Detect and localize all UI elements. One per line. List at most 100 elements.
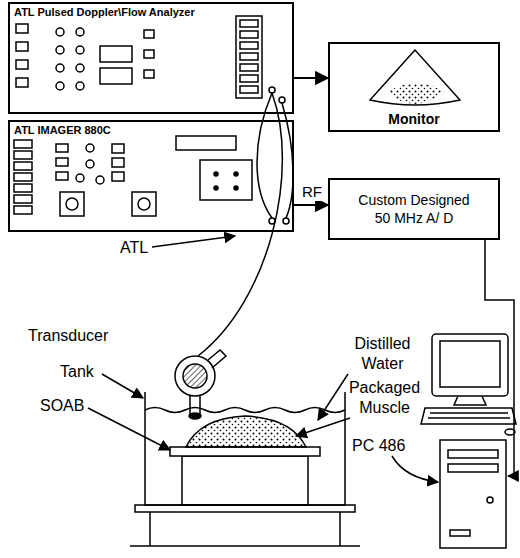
drawing-stroke (269, 87, 275, 93)
drawing-stroke (240, 86, 258, 93)
drawing-stroke (100, 68, 132, 84)
imager-panel: ATL IMAGER 880C (8, 120, 294, 232)
drawing-stroke (186, 416, 306, 447)
drawing-stroke (56, 158, 68, 166)
drawing-stroke (296, 418, 350, 436)
drawing-stroke (112, 158, 124, 167)
signal-arrow (294, 204, 328, 206)
drawing-stroke (145, 392, 345, 505)
analyzer-panel: ATL Pulsed Doppler\Flow Analyzer (8, 2, 294, 114)
edge-label: RF (300, 183, 324, 201)
drawing-stroke (279, 97, 285, 103)
drawing-stroke (214, 186, 218, 190)
converter-box: Custom Designed 50 MHz A/ D (328, 178, 500, 240)
monitor-box: Monitor (328, 42, 500, 132)
drawing-stroke (440, 440, 506, 548)
drawing-stroke (283, 218, 289, 224)
drawing-stroke (236, 16, 262, 98)
drawing-stroke (392, 456, 438, 482)
part-label: PC 486 (352, 436, 422, 456)
drawing-stroke (135, 505, 355, 512)
drawing-stroke (257, 93, 272, 218)
drawing-stroke (421, 408, 516, 424)
drawing-stroke (60, 192, 84, 216)
drawing-stroke (112, 144, 124, 153)
drawing-stroke (16, 42, 28, 51)
drawing-stroke (56, 28, 64, 36)
drawing-stroke (200, 160, 252, 200)
drawing-stroke (175, 356, 215, 396)
part-label: Transducer (28, 326, 128, 346)
drawing-stroke (152, 236, 235, 247)
drawing-stroke (14, 162, 32, 170)
drawing-stroke (176, 136, 236, 150)
drawing-stroke (208, 350, 226, 368)
drawing-stroke (16, 78, 28, 87)
drawing-stroke (240, 20, 258, 27)
drawing-stroke (14, 184, 32, 192)
node-text: ATL IMAGER 880C (10, 122, 292, 138)
drawing-stroke (86, 160, 94, 168)
drawing-stroke (450, 530, 470, 536)
drawing-stroke (485, 240, 514, 476)
drawing-stroke (144, 50, 154, 58)
transducer (175, 350, 226, 419)
drawing-stroke (130, 512, 360, 546)
drawing-stroke (56, 144, 68, 152)
drawing-stroke (487, 497, 493, 503)
drawing-stroke (240, 53, 258, 60)
drawing-stroke (440, 341, 500, 387)
computer (421, 334, 516, 548)
drawing-stroke (66, 198, 78, 210)
node-text: Monitor (388, 111, 439, 130)
drawing-stroke (448, 464, 498, 472)
drawing-stroke (88, 408, 170, 450)
part-label: Packaged Muscle (342, 378, 427, 418)
part-label: ATL (120, 238, 160, 258)
drawing-stroke (96, 176, 104, 184)
drawing-stroke (56, 64, 64, 72)
drawing-stroke (198, 93, 282, 356)
drawing-stroke (448, 450, 498, 458)
part-label: SOAB (40, 396, 100, 416)
drawing-stroke (234, 186, 238, 190)
drawing-stroke (182, 456, 308, 505)
drawing-stroke (190, 396, 200, 414)
drawing-stroke (76, 82, 84, 90)
drawing-stroke (370, 50, 460, 105)
drawing-stroke (100, 46, 132, 62)
drawing-stroke (56, 46, 64, 54)
drawing-stroke (56, 172, 68, 180)
part-label: Distilled Water (340, 334, 425, 374)
drawing-stroke (240, 42, 258, 49)
drawing-stroke (183, 364, 207, 388)
drawing-stroke (76, 64, 84, 72)
drawing-stroke (16, 24, 28, 33)
drawing-stroke (240, 31, 258, 38)
drawing-stroke (144, 70, 154, 78)
drawing-stroke (144, 30, 154, 38)
drawing-stroke (76, 46, 84, 54)
drawing-stroke (132, 192, 156, 216)
drawing-stroke (14, 173, 32, 181)
drawing-stroke (234, 172, 238, 176)
imager-controls (14, 136, 289, 224)
drawing-stroke (112, 172, 124, 181)
leaders (88, 236, 514, 482)
drawing-stroke (240, 75, 258, 82)
drawing-stroke (56, 82, 64, 90)
drawing-stroke (454, 396, 486, 405)
drawing-stroke (189, 413, 201, 419)
drawing-stroke (14, 151, 32, 159)
cables (198, 93, 293, 356)
drawing-stroke (14, 140, 32, 148)
drawing-stroke (145, 408, 345, 413)
tank (130, 392, 360, 546)
drawing-stroke (428, 413, 510, 418)
node-text: ATL Pulsed Doppler\Flow Analyzer (10, 4, 292, 20)
drawing-stroke (16, 60, 28, 69)
drawing-stroke (14, 206, 32, 214)
node-text: Custom Designed 50 MHz A/ D (353, 191, 475, 227)
